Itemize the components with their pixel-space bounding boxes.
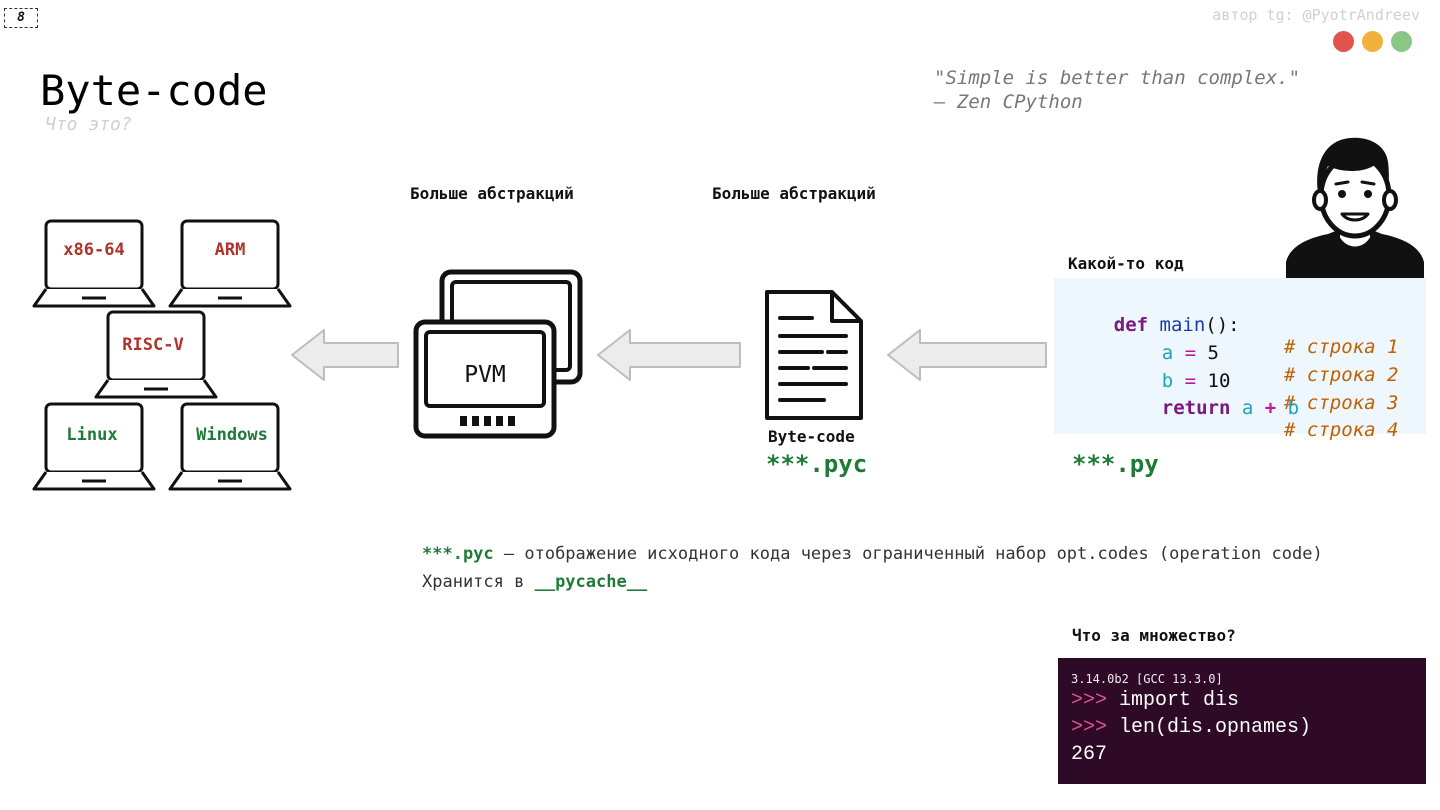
laptop-label-x86-64: x86-64 — [63, 240, 125, 260]
arrow-left-icon — [887, 329, 1047, 381]
description-prefix: Хранится в — [422, 572, 535, 592]
laptop-label-arm: ARM — [214, 240, 246, 260]
code-line-2: a = 5 # строка 2 — [1116, 320, 1399, 408]
slide-number: 8 — [4, 8, 38, 28]
code-keyword-def: def — [1113, 314, 1160, 336]
quote-line-1: "Simple is better than complex." — [934, 67, 1301, 89]
code-comment-4: # строка 4 — [1284, 419, 1399, 441]
code-comment-3: # строка 3 — [1284, 392, 1399, 414]
terminal-cmd-1: import dis — [1119, 689, 1240, 712]
bytecode-extension: ***.pyc — [766, 450, 868, 478]
bytecode-label: Byte-code — [768, 427, 855, 446]
document-icon — [765, 290, 863, 420]
terminal-output: 267 — [1071, 743, 1108, 766]
code-value: 5 — [1207, 342, 1219, 364]
quote-line-2: — Zen CPython — [934, 91, 1083, 113]
code-var-a: a — [1241, 397, 1254, 419]
code-line-3: b = 10 # строка 3 — [1116, 348, 1399, 436]
code-line-1: def main(): # строка 1 — [1068, 292, 1399, 380]
window-dot-yellow — [1362, 31, 1383, 52]
laptop-icon — [32, 219, 156, 308]
description-text: – отображение исходного кода через огран… — [493, 544, 1323, 564]
description-ext: ***.pyc — [422, 544, 494, 564]
code-op: = — [1173, 370, 1208, 392]
window-dot-red — [1333, 31, 1354, 52]
laptop-label-linux: Linux — [66, 425, 118, 445]
window-dot-green — [1391, 31, 1412, 52]
arrow-left-icon — [597, 329, 741, 381]
code-value: 10 — [1207, 370, 1231, 392]
terminal-line-2: >>> len(dis.opnames) — [1071, 716, 1311, 739]
laptop-icon — [94, 310, 218, 399]
code-parens: (): — [1205, 314, 1240, 336]
laptop-icon — [32, 402, 156, 491]
abstractions-label-right: Больше абстракций — [712, 184, 876, 203]
terminal-caption: Что за множество? — [1072, 626, 1236, 645]
pycache-dir: __pycache__ — [534, 572, 648, 592]
terminal-line-1: >>> import dis — [1071, 689, 1239, 712]
code-function-name: main — [1159, 314, 1206, 336]
code-var-b: b — [1161, 370, 1174, 392]
abstractions-label-left: Больше абстракций — [410, 184, 574, 203]
code-var-b: b — [1287, 397, 1300, 419]
code-op: = — [1173, 342, 1208, 364]
author-credit: автор tg: @PyotrAndreev — [1212, 6, 1420, 24]
terminal-cmd-2: len(dis.opnames) — [1119, 716, 1312, 739]
code-line-4: return a + b # строка 4 — [1116, 375, 1399, 463]
code-comment-1: # строка 1 — [1284, 336, 1399, 358]
arrow-left-icon — [291, 329, 399, 381]
code-var-a: a — [1161, 342, 1174, 364]
code-keyword-return: return — [1161, 397, 1231, 419]
terminal-header: 3.14.0b2 [GCC 13.3.0] — [1071, 672, 1223, 686]
laptop-label-windows: Windows — [196, 425, 268, 445]
code-plus: + — [1264, 397, 1277, 419]
page-subtitle: Что это? — [45, 114, 132, 135]
zen-quote: "Simple is better than complex." — Zen C… — [934, 66, 1300, 114]
code-comment-2: # строка 2 — [1284, 364, 1399, 386]
description-line-1: ***.pyc – отображение исходного кода чер… — [422, 544, 1323, 564]
terminal-prompt: >>> — [1071, 689, 1108, 712]
person-avatar-icon — [1286, 137, 1424, 280]
code-extension: ***.py — [1072, 450, 1159, 478]
page-title: Byte-code — [40, 66, 268, 115]
code-caption: Какой-то код — [1068, 254, 1184, 273]
python-terminal: 3.14.0b2 [GCC 13.3.0] >>> import dis >>>… — [1058, 658, 1426, 784]
description-line-2: Хранится в __pycache__ — [422, 572, 647, 592]
laptop-icon — [168, 219, 292, 308]
code-snippet: def main(): # строка 1 a = 5 # строка 2 … — [1054, 278, 1426, 441]
terminal-prompt: >>> — [1071, 716, 1108, 739]
pvm-label: PVM — [464, 362, 506, 388]
laptop-label-risc-v: RISC-V — [122, 335, 184, 355]
virtual-machine-icon — [413, 269, 583, 439]
laptop-icon — [168, 402, 292, 491]
